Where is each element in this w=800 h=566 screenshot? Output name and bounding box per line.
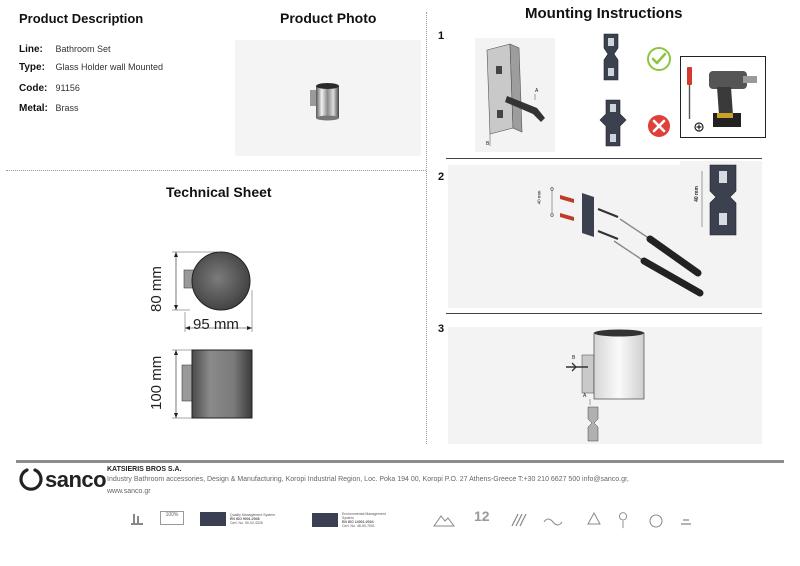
product-photo (235, 40, 421, 156)
company-website: www.sanco.gr (107, 488, 151, 495)
step-2-plate-detail: 40 mm (680, 161, 762, 241)
hundred-percent-badge: 100% (160, 511, 184, 525)
plate-correct-icon (603, 33, 619, 81)
step-3-number: 3 (438, 323, 445, 335)
circle-leaf-icon (649, 514, 663, 528)
sanco-logo: sanco (45, 467, 107, 492)
mountain-icon (433, 515, 455, 527)
product-description-title: Product Description (19, 11, 144, 26)
dim-height-side-wrap: 100 mm (148, 348, 165, 410)
cert-line: Cert. No. 48-90-7001 (342, 524, 375, 528)
check-icon (647, 47, 671, 71)
step-1-number: 1 (438, 30, 445, 42)
cert-line: Environmental Management System (342, 512, 386, 520)
sanco-logo-icon (19, 468, 43, 491)
cert-logo-icon (200, 512, 226, 526)
wave-icon (543, 518, 563, 526)
cert-line: EN ISO 14001:2004 (342, 520, 374, 524)
lamp-icon (681, 519, 691, 525)
dim-height-top-wrap: 80 mm (148, 256, 165, 312)
footer-divider (16, 460, 784, 463)
spec-value: 91156 (55, 83, 80, 93)
horizontal-divider (6, 170, 426, 171)
cert-logo-icon (312, 513, 338, 527)
spec-label: Metal: (19, 103, 48, 114)
dim-width: 95 mm (193, 316, 239, 333)
spec-label: Line: (19, 44, 43, 55)
stripes-icon (511, 513, 527, 527)
spec-value: Brass (55, 103, 79, 113)
spec-value: Bathroom Set (55, 44, 111, 54)
spec-label: Type: (19, 62, 45, 73)
step-2-dim-small: 40 mm (536, 190, 542, 205)
dim-height-side: 100 mm (148, 355, 165, 410)
cert-line: Quality Management System (230, 513, 275, 517)
water-icon (131, 514, 143, 525)
tools-panel (680, 56, 766, 138)
hundred-percent-label: 100% (165, 512, 179, 518)
plate-wrong-icon (599, 99, 627, 147)
step-2-dim-plate: 40 mm (693, 186, 700, 202)
technical-sheet-title: Technical Sheet (166, 184, 272, 200)
spec-row-line: Line: Bathroom Set (19, 44, 111, 55)
step-1-label-b: B (486, 141, 490, 147)
sun-icon (618, 512, 628, 529)
spec-value: Glass Holder wall Mounted (55, 62, 164, 72)
cert-iso9001: Quality Management System EN ISO 9001:20… (200, 512, 284, 526)
glass-holder-photo (310, 83, 339, 121)
cert-line: EN ISO 9001:2008 (230, 517, 260, 521)
spec-row-code: Code: 91156 (19, 83, 80, 94)
dim-height-top: 80 mm (148, 266, 165, 312)
warranty-badge: 12 (474, 508, 490, 524)
cross-icon (648, 115, 670, 137)
spec-row-metal: Metal: Brass (19, 103, 79, 114)
step-3-label-b: B (572, 355, 576, 361)
technical-drawing (172, 251, 253, 419)
company-name: KATSIERIS BROS S.A. (107, 466, 182, 473)
step-2-number: 2 (438, 171, 445, 183)
cert-iso14001: Environmental Management System EN ISO 1… (312, 512, 396, 528)
recycle-icon (587, 511, 601, 525)
spec-label: Code: (19, 83, 48, 94)
step-3-label-a: A (583, 393, 587, 399)
step-1-divider (446, 158, 762, 159)
spec-row-type: Type: Glass Holder wall Mounted (19, 62, 163, 73)
step-1-label-a: A (535, 88, 539, 94)
mounting-title: Mounting Instructions (525, 5, 683, 22)
company-address: Industry Bathroom accessories, Design & … (107, 476, 629, 483)
step-2-divider (446, 313, 762, 314)
cert-line: Cert. No. 90-02-4326 (230, 521, 263, 525)
product-photo-title: Product Photo (280, 10, 377, 26)
vertical-divider (426, 12, 427, 444)
step-3-image: B A (448, 327, 762, 444)
step-1-bracket-image: A B (475, 38, 555, 152)
